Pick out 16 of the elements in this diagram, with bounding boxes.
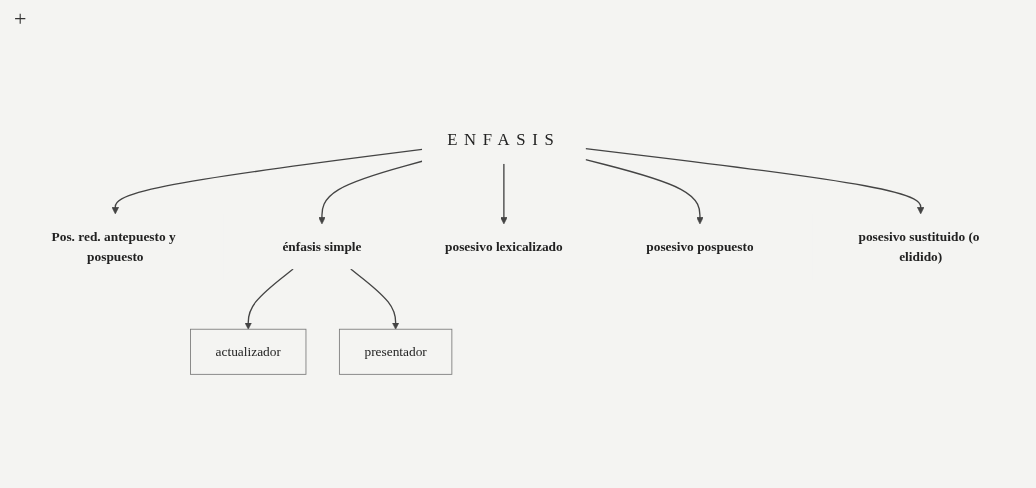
arrow [244,268,294,330]
node-text: posesivo sustituido (o elidido) [858,228,980,264]
arrow [584,158,704,225]
node-text: ENFASIS [447,129,561,148]
plus-sign: + [14,6,27,31]
node-box: actualizador [190,328,307,375]
arrow [111,148,423,215]
node-box: presentador [338,328,453,375]
arrow [500,163,508,225]
arrow [350,268,400,330]
node-text: posesivo lexicalizado [445,238,563,254]
node-text: Pos. red. antepuesto y pospuesto [51,228,176,264]
arrow [584,147,925,215]
node-text: énfasis simple [282,238,362,254]
arrow [318,160,423,225]
node-text: posesivo pospuesto [646,238,754,254]
